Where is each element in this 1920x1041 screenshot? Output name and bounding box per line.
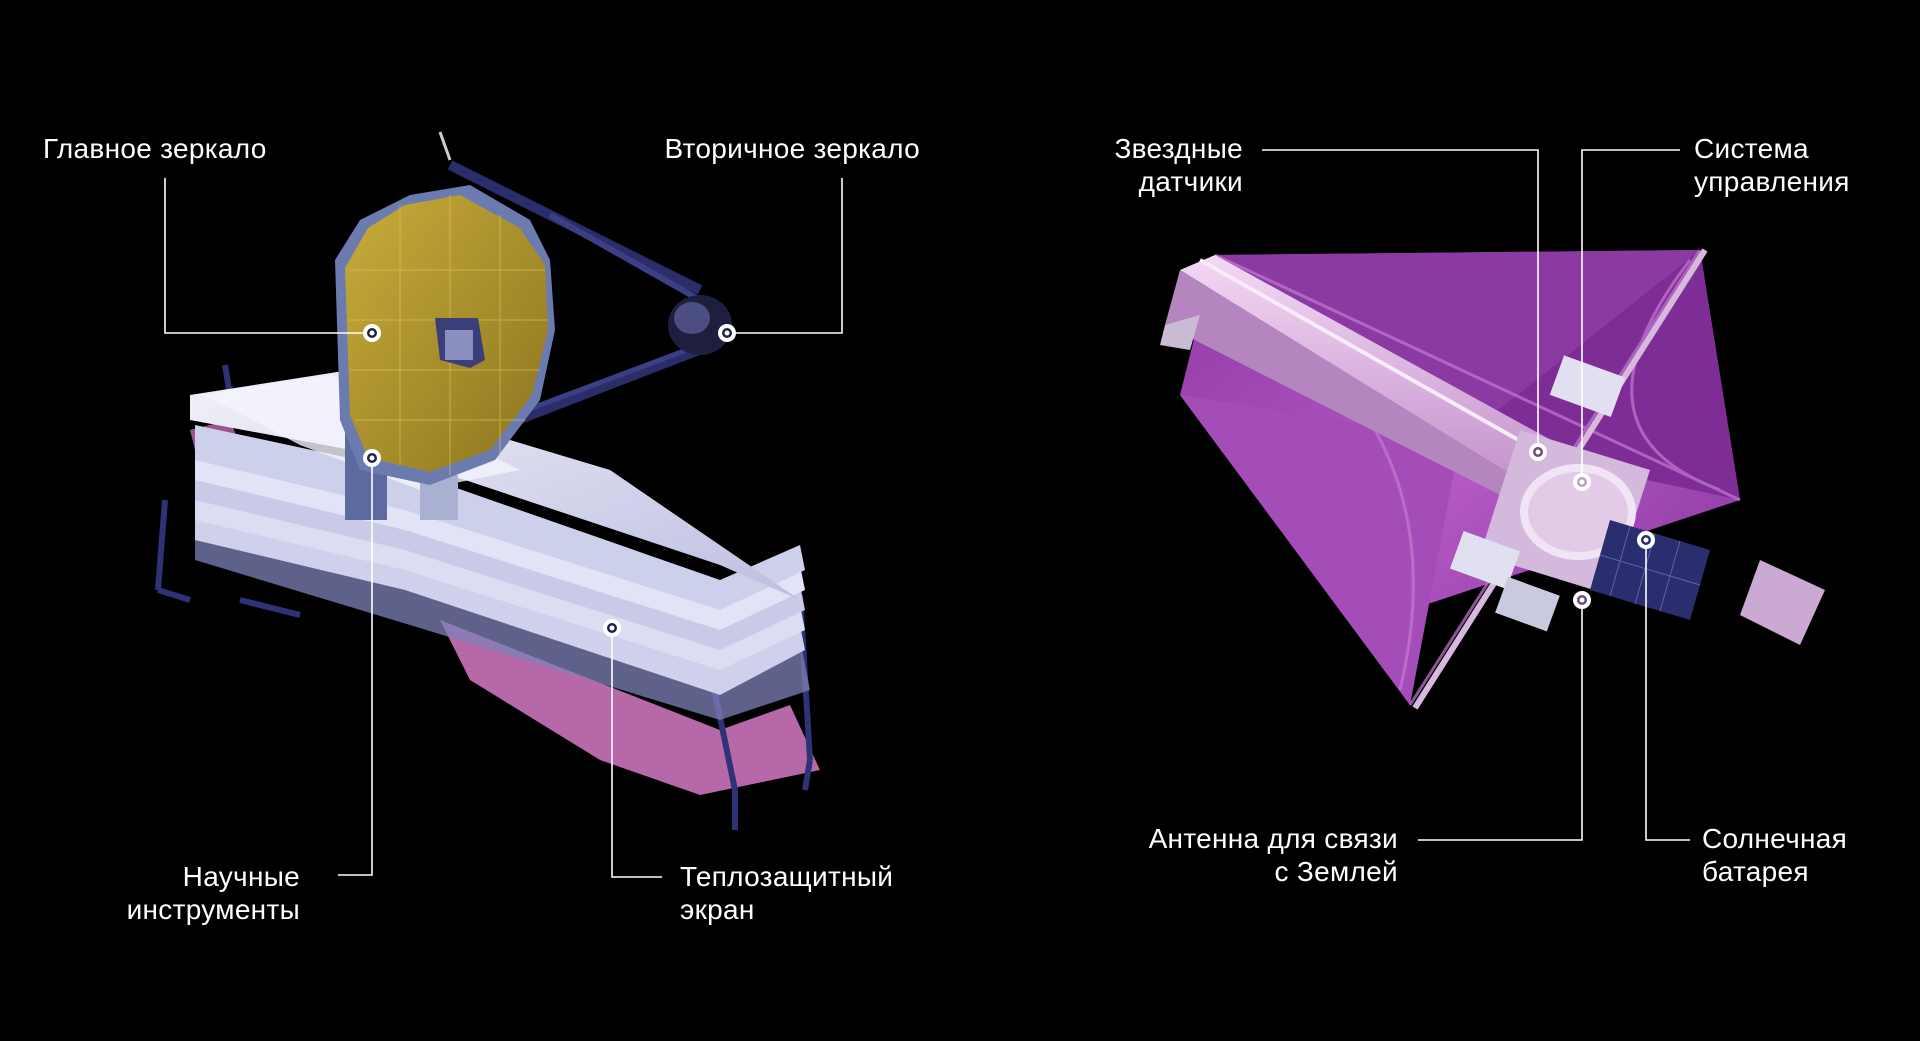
marker-dots (363, 324, 1655, 637)
dot-control-system (1573, 473, 1591, 491)
label-sunshield: Теплозащитный экран (680, 860, 893, 926)
optical-tube-illustration (1165, 255, 1560, 495)
dot-science-instruments (363, 449, 381, 467)
label-star-trackers-line2: датчики (1138, 166, 1243, 197)
label-star-trackers: Звездные датчики (1040, 132, 1243, 198)
secondary-mirror-illustration (668, 295, 732, 355)
label-primary-mirror: Главное зеркало (43, 132, 267, 165)
label-science-instruments-line1: Научные (182, 861, 300, 892)
telescope-back-illustration (1160, 248, 1825, 710)
label-sunshield-line2: экран (680, 894, 755, 925)
label-control-system-line2: управления (1694, 166, 1850, 197)
label-antenna-line2: с Землей (1274, 856, 1398, 887)
sunshield-layers (190, 370, 810, 720)
label-antenna: Антенна для связи с Землей (1090, 822, 1398, 888)
label-science-instruments-line2: инструменты (126, 894, 300, 925)
label-secondary-mirror: Вторичное зеркало (620, 132, 920, 165)
leader-secondary-mirror (730, 178, 843, 334)
leader-antenna (1418, 602, 1583, 841)
label-sunshield-line1: Теплозащитный (680, 861, 894, 892)
leader-science-instruments (338, 462, 373, 876)
dot-antenna (1573, 591, 1591, 609)
label-star-trackers-line1: Звездные (1114, 133, 1243, 164)
dot-primary-mirror (363, 324, 381, 342)
label-solar-panel-line1: Солнечная (1702, 823, 1848, 854)
label-control-system-line1: Система (1694, 133, 1809, 164)
label-science-instruments: Научные инструменты (60, 860, 300, 926)
leader-primary-mirror (164, 178, 368, 334)
label-solar-panel: Солнечная батарея (1702, 822, 1847, 888)
telescope-front-illustration (155, 131, 820, 830)
leader-solar-panel (1645, 542, 1690, 841)
primary-mirror-illustration (335, 185, 555, 485)
label-antenna-line1: Антенна для связи (1148, 823, 1398, 854)
dot-solar-panel (1637, 531, 1655, 549)
label-primary-mirror-text: Главное зеркало (43, 133, 267, 164)
label-solar-panel-line2: батарея (1702, 856, 1809, 887)
solar-panel-illustration (1590, 520, 1825, 645)
dot-sunshield (603, 619, 621, 637)
dot-star-trackers (1529, 443, 1547, 461)
dot-secondary-mirror (718, 324, 736, 342)
leader-control-system (1581, 149, 1680, 480)
label-control-system: Система управления (1694, 132, 1850, 198)
leader-lines (164, 149, 1690, 878)
leader-sunshield (611, 630, 662, 878)
label-secondary-mirror-text: Вторичное зеркало (664, 133, 920, 164)
leader-star-trackers (1262, 149, 1539, 450)
